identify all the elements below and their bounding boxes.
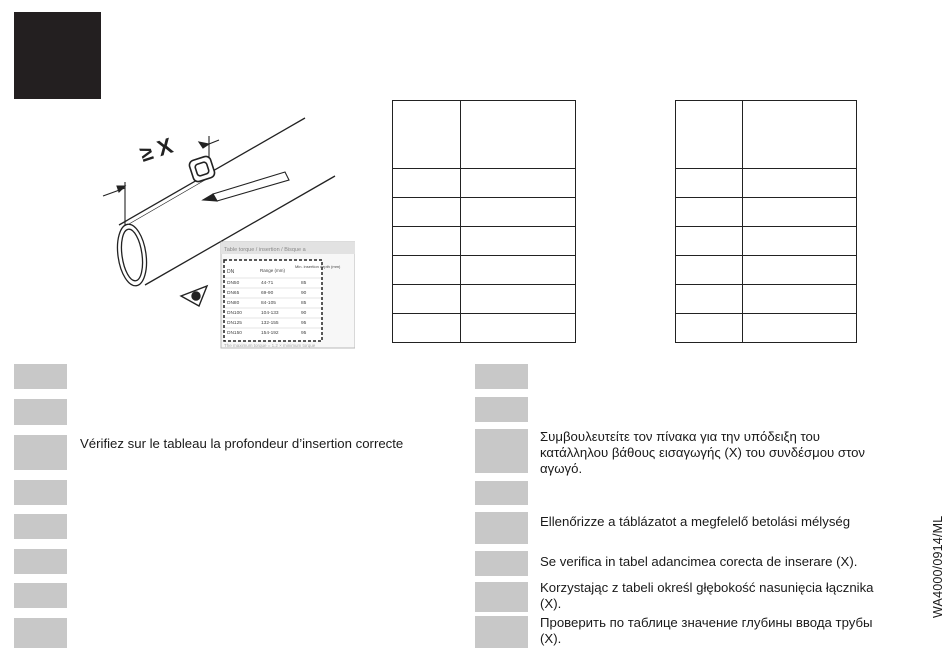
mini-table-cell: 154-192 — [261, 330, 279, 336]
language-box — [14, 583, 67, 608]
language-box — [14, 480, 67, 505]
table-cell — [392, 255, 461, 285]
table-col-range: Range (mm) — [260, 268, 286, 273]
table-cell — [742, 226, 857, 256]
table-cell — [675, 284, 743, 314]
pencil-icon — [201, 171, 290, 202]
instruction-text-ru: Проверить по таблице значение глубины вв… — [540, 615, 873, 646]
mini-table-cell: 95 — [301, 330, 307, 336]
table-cell — [675, 168, 743, 198]
section-marker-block — [14, 12, 101, 99]
table-cell — [675, 226, 743, 256]
table-footnote: The maximum torque = 1.2 × minimum torqu… — [224, 343, 316, 348]
table-cell — [742, 284, 857, 314]
table-cell — [675, 255, 743, 285]
language-box — [475, 582, 528, 612]
table-cell — [392, 100, 461, 169]
table-cell — [392, 168, 461, 198]
table-cell — [460, 313, 576, 343]
pipe-insertion-illustration: ≥ X Table torque / insertion / Bisque a … — [102, 117, 355, 349]
eye-icon — [179, 284, 209, 307]
language-box — [475, 512, 528, 544]
mini-table-cell: DN50 — [227, 280, 240, 286]
insertion-depth-table: Table torque / insertion / Bisque a DN R… — [220, 241, 355, 349]
mini-table-cell: DN125 — [227, 320, 242, 326]
language-box — [14, 618, 67, 648]
blank-table-right — [675, 100, 857, 343]
mini-table-cell: DN100 — [227, 310, 242, 316]
mini-table-cell: DN65 — [227, 290, 240, 296]
language-box — [14, 399, 67, 425]
table-cell — [742, 197, 857, 227]
table-cell — [460, 284, 576, 314]
table-cell — [460, 168, 576, 198]
mini-table-cell: DN150 — [227, 330, 242, 336]
pipe — [116, 117, 336, 287]
table-cell — [392, 226, 461, 256]
language-box — [475, 364, 528, 389]
table-cell — [742, 255, 857, 285]
language-box — [14, 514, 67, 539]
instruction-text-fr: Vérifiez sur le tableau la profondeur d’… — [80, 436, 404, 451]
mini-table-cell: 44-71 — [261, 280, 274, 286]
language-box — [14, 549, 67, 574]
table-cell — [392, 284, 461, 314]
language-box — [475, 397, 528, 422]
mini-table-cell: 104-133 — [261, 310, 279, 316]
language-box — [14, 435, 67, 470]
language-box — [14, 364, 67, 389]
instruction-text-pl: Korzystając z tabeli określ głębokość na… — [540, 580, 874, 611]
table-caption: Table torque / insertion / Bisque a — [224, 247, 307, 253]
mini-table-cell: 85 — [301, 280, 307, 286]
marking-gauge-icon — [188, 155, 216, 183]
table-cell — [675, 100, 743, 169]
table-cell — [742, 100, 857, 169]
mini-table-cell: 84-105 — [261, 300, 276, 306]
language-box — [475, 481, 528, 505]
table-cell — [742, 313, 857, 343]
language-box — [475, 616, 528, 648]
table-cell — [460, 100, 576, 169]
mini-table-cell: 132-155 — [261, 320, 279, 326]
dimension-label: ≥ X — [137, 133, 176, 167]
document-code: WA4000/0914/ML — [931, 515, 945, 618]
table-col-dn: DN — [227, 269, 235, 275]
language-box — [475, 551, 528, 576]
table-cell — [675, 313, 743, 343]
mini-table-cell: 85 — [301, 300, 307, 306]
table-col-depth: Min. insertion depth (mm) — [295, 264, 341, 269]
table-cell — [460, 197, 576, 227]
mini-table-cell: DN80 — [227, 300, 240, 306]
instruction-text-hu: Ellenőrizze a táblázatot a megfelelő bet… — [540, 514, 851, 529]
mini-table-cell: 90 — [301, 290, 307, 296]
table-cell — [460, 226, 576, 256]
blank-table-left — [392, 100, 576, 343]
language-box — [475, 429, 528, 473]
table-cell — [675, 197, 743, 227]
mini-table-cell: 69-90 — [261, 290, 274, 296]
table-cell — [392, 313, 461, 343]
instruction-text-el: Συμβουλευτείτε τον πίνακα για την υπόδει… — [540, 429, 866, 476]
table-cell — [392, 197, 461, 227]
table-cell — [742, 168, 857, 198]
instruction-text-ro: Se verifica in tabel adancimea corecta d… — [540, 554, 858, 569]
table-cell — [460, 255, 576, 285]
mini-table-cell: 95 — [301, 320, 307, 326]
mini-table-cell: 90 — [301, 310, 307, 316]
